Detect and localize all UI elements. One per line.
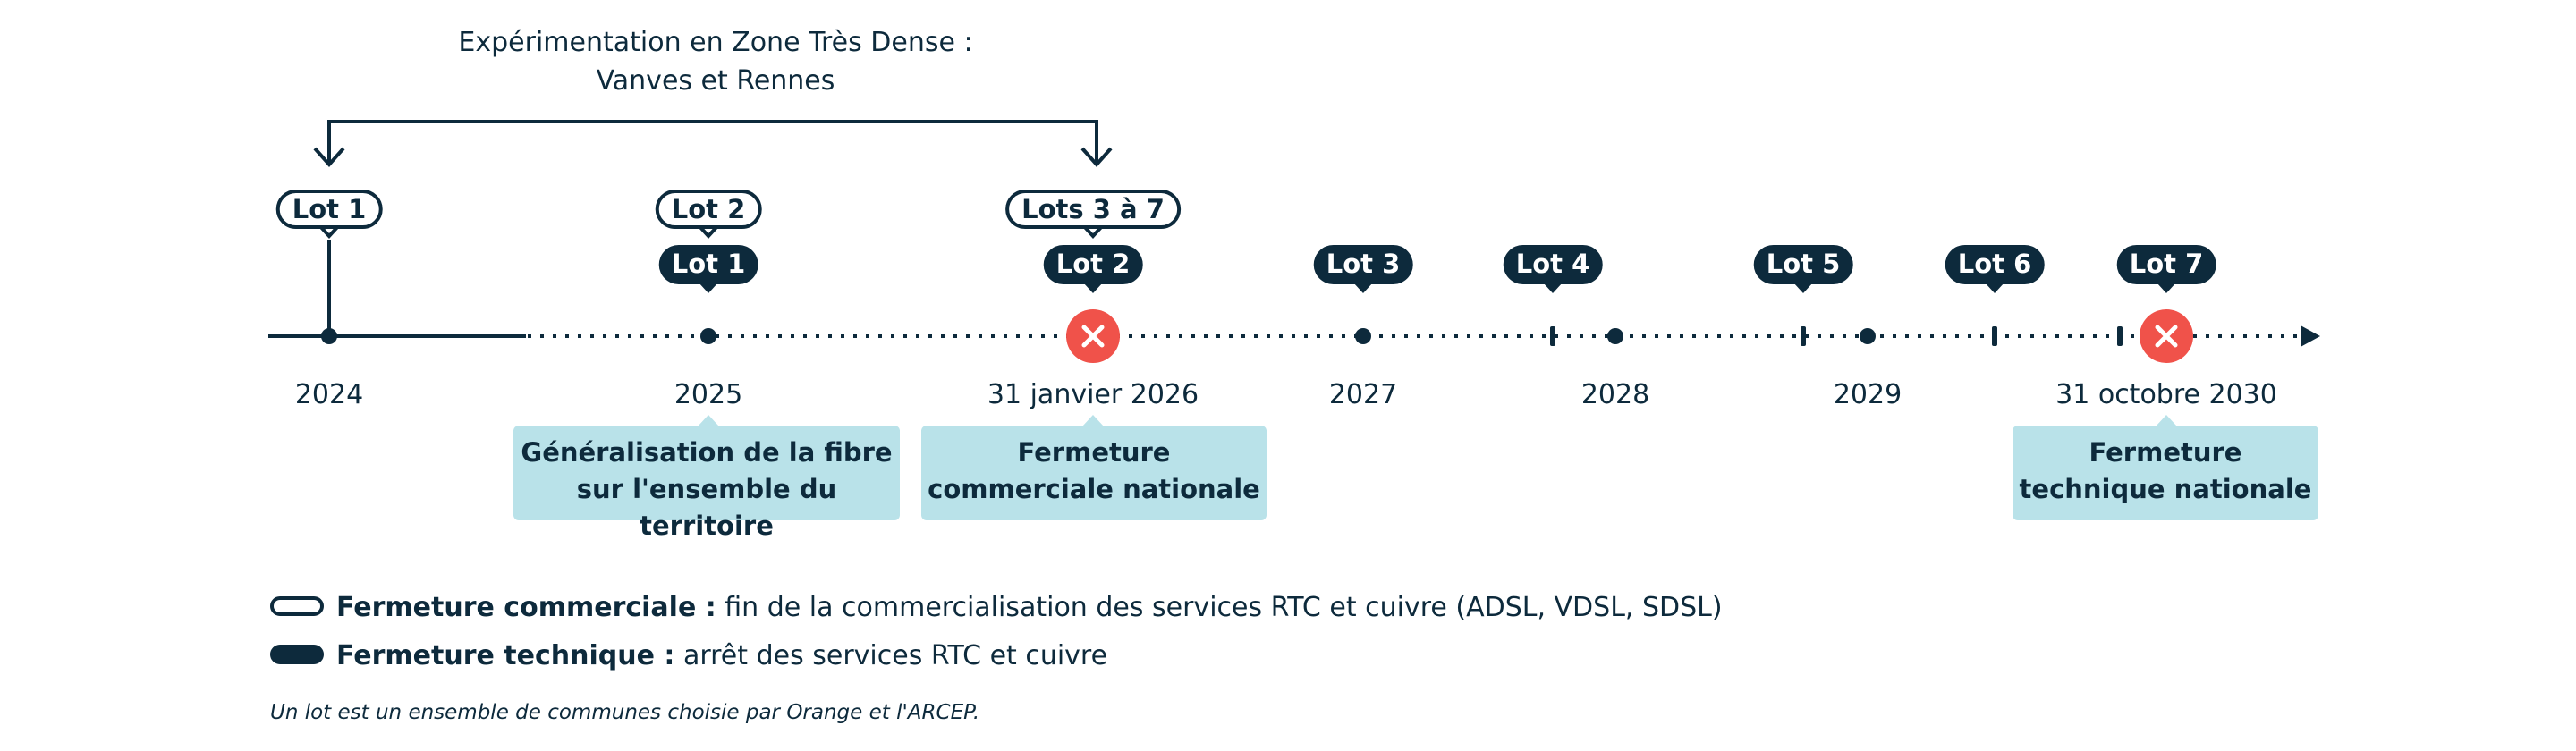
year-label-2030: 31 octobre 2030: [2055, 379, 2277, 410]
pill-pointer-5: [1985, 283, 2004, 293]
commercial-pill-2: Lots 3 à 7: [1005, 190, 1181, 229]
technical-pill-0: Lot 1: [658, 245, 758, 284]
pill-label: Lot 2: [671, 194, 746, 224]
milestone-box-2: Fermeture technique nationale: [2012, 426, 2318, 520]
technical-pill-1: Lot 2: [1043, 245, 1143, 284]
experiment-label: Expérimentation en Zone Très Dense : Van…: [358, 23, 1073, 100]
axis-dot-2027: [1355, 328, 1371, 344]
axis-dot-2028: [1607, 328, 1623, 344]
pill-pointer-2: [1353, 283, 1373, 293]
experiment-bracket-line: [327, 120, 1098, 163]
year-label-2026: 31 janvier 2026: [987, 379, 1199, 410]
year-label-2025: 2025: [674, 379, 743, 410]
axis-tick-2028-early: [1550, 326, 1555, 346]
footnote: Un lot est un ensemble de communes chois…: [270, 701, 980, 724]
pill-label: Lot 1: [292, 194, 367, 224]
close-icon: [1081, 325, 1105, 348]
milestone-pointer-0: [698, 415, 719, 426]
pill-label: Lot 5: [1766, 249, 1841, 279]
technical-pill-5: Lot 6: [1945, 245, 2045, 284]
legend-commercial: Fermeture commerciale : fin de la commer…: [270, 592, 1723, 623]
experiment-bracket: [313, 120, 1113, 168]
milestone-box-1: Fermeture commerciale nationale: [921, 426, 1267, 520]
technical-pill-6: Lot 7: [2116, 245, 2216, 284]
experiment-arrow-left-icon: [313, 147, 345, 168]
close-icon: [2155, 325, 2178, 348]
milestone-pointer-1: [1082, 415, 1104, 426]
pill-pointer-0: [699, 283, 718, 293]
year-label-2028: 2028: [1580, 379, 1650, 410]
experiment-label-line2: Vanves et Rennes: [596, 65, 835, 97]
axis-tick-2029-early: [1801, 326, 1806, 346]
axis-dot-2029: [1860, 328, 1876, 344]
pill-label: Lot 6: [1957, 249, 2032, 279]
pill-label: Lot 1: [671, 249, 746, 279]
close-marker-2026: [1066, 309, 1120, 363]
axis-dot-2025: [700, 328, 716, 344]
axis-tick-2030-tick: [2117, 326, 2123, 346]
pill-pointer-4: [1793, 283, 1813, 293]
technical-pill-4: Lot 5: [1753, 245, 1853, 284]
technical-pill-3: Lot 4: [1503, 245, 1603, 284]
pill-pointer-1: [1083, 283, 1103, 293]
timeline-arrow-icon: [2301, 325, 2320, 347]
legend-filled-swatch: [270, 644, 324, 664]
close-marker-2030: [2140, 309, 2193, 363]
legend-commercial-term: Fermeture commerciale :: [336, 592, 716, 623]
pill-label: Lots 3 à 7: [1021, 194, 1165, 224]
year-label-2027: 2027: [1328, 379, 1398, 410]
year-label-2029: 2029: [1833, 379, 1902, 410]
technical-pill-2: Lot 3: [1313, 245, 1413, 284]
milestone-box-0: Généralisation de la fibre sur l'ensembl…: [513, 426, 900, 541]
milestone-pointer-2: [2156, 415, 2177, 426]
commercial-pill-0: Lot 1: [275, 190, 383, 229]
pill-label: Lot 4: [1515, 249, 1590, 279]
pill-label: Lot 2: [1055, 249, 1131, 279]
axis-dot-2024: [321, 328, 337, 344]
pill-pointer-6: [2157, 283, 2176, 293]
legend-commercial-desc: fin de la commercialisation des services…: [716, 592, 1723, 623]
legend-technical-term: Fermeture technique :: [336, 640, 675, 671]
legend-technical: Fermeture technique : arrêt des services…: [270, 640, 1107, 671]
experiment-arrow-right-icon: [1080, 147, 1113, 168]
commercial-pill-1: Lot 2: [655, 190, 762, 229]
pill-label: Lot 7: [2129, 249, 2204, 279]
legend-outline-swatch: [270, 595, 324, 616]
pill-label: Lot 3: [1326, 249, 1401, 279]
year-label-2024: 2024: [294, 379, 364, 410]
pill-pointer-3: [1543, 283, 1563, 293]
legend-technical-desc: arrêt des services RTC et cuivre: [674, 640, 1108, 671]
experiment-label-line1: Expérimentation en Zone Très Dense :: [458, 27, 973, 58]
timeline-marks: [318, 224, 2193, 426]
axis-tick-2030-early: [1992, 326, 1997, 346]
